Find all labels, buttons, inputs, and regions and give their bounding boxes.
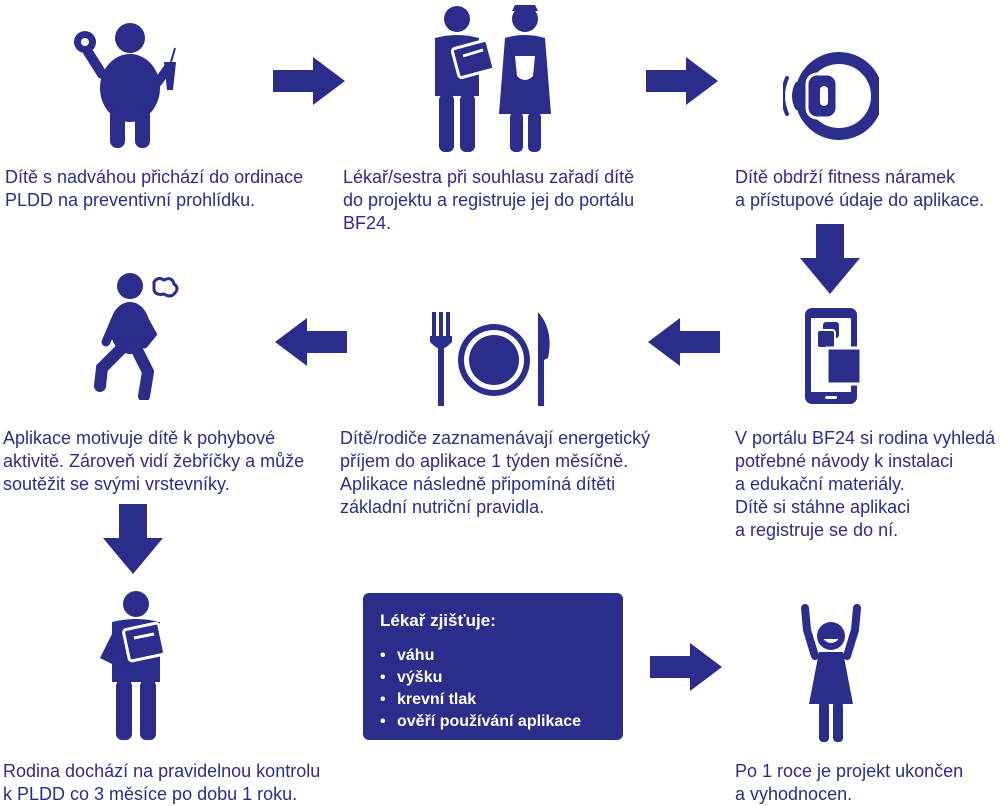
step-4-text: V portálu BF24 si rodina vyhledá potřebn… [735,428,996,540]
happy-girl-icon [793,602,869,744]
fitness-band-icon [783,48,879,144]
running-child-icon [92,272,188,400]
arrow-right-icon [650,643,722,691]
step-3-text: Dítě obdrží fitness náramek a přístupové… [735,167,985,210]
plate-cutlery-icon [430,312,554,408]
doctor-checks-title: Lékař zjišťuje: [380,611,496,630]
bullet-icon: • [380,669,386,686]
bullet-icon: • [380,713,386,730]
step-2-text: Lékař/sestra při souhlasu zařadí dítě do… [343,167,635,233]
list-item: •váhu [380,645,607,667]
step-8-text: Po 1 roce je projekt ukončen a vyhodnoce… [735,761,964,804]
arrow-down-icon [800,224,860,294]
arrow-right-icon [273,57,345,105]
bullet-icon: • [380,691,386,708]
arrow-down-icon [103,504,163,574]
overweight-child-icon [72,22,184,150]
doctor-checks-box: Lékař zjišťuje: •váhu •výšku •krevní tla… [363,593,623,740]
arrow-right-icon [646,57,718,105]
arrow-left-icon [275,318,347,366]
doctor-checks-list: •váhu •výšku •krevní tlak •ověří používá… [380,645,607,733]
step-6-text: Aplikace motivuje dítě k pohybové aktivi… [3,428,305,494]
bullet-icon: • [380,647,386,664]
smartphone-icon [803,306,865,406]
step-5-text: Dítě/rodiče zaznamenávají energetický př… [340,428,651,517]
list-item: •krevní tlak [380,689,607,711]
step-1-text: Dítě s nadváhou přichází do ordinace PLD… [5,167,304,210]
child-with-clipboard-icon [100,590,170,742]
step-7-text: Rodina dochází na pravidelnou kontrolu k… [3,761,321,804]
arrow-left-icon [648,318,720,366]
doctor-nurse-icon [425,4,555,154]
list-item: •ověří používání aplikace [380,711,607,733]
list-item: •výšku [380,667,607,689]
